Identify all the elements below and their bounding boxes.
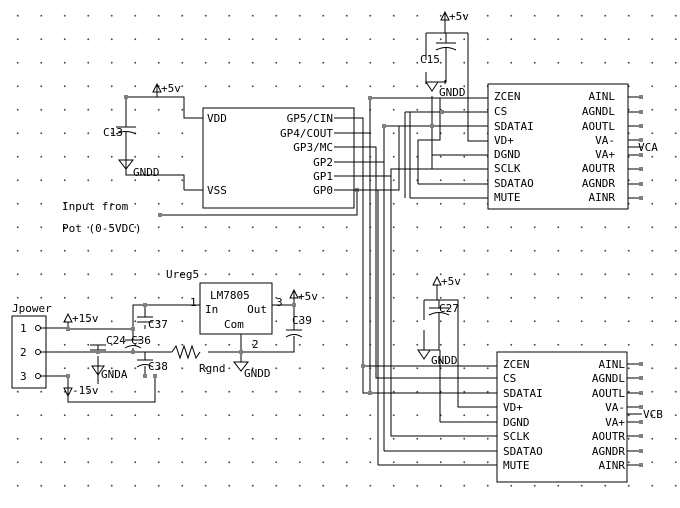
power-supply: +15v Rgnd -15v C24 GNDA C36 C37 C38: [41, 288, 318, 403]
pic-pin-gp0: GP0: [313, 184, 333, 197]
vca-pin-zcen: ZCEN: [494, 90, 521, 103]
vca-pin-mute: MUTE: [494, 191, 521, 204]
vcb-ref: VCB: [643, 408, 663, 421]
vcb-pin-sclk: SCLK: [503, 430, 530, 443]
c27-label: C27: [439, 302, 459, 315]
p15v-label: +15v: [72, 312, 99, 325]
m15v-label: -15v: [72, 384, 99, 397]
vca-pin-vdplus: VD+: [494, 134, 514, 147]
reg-num-out: 3: [276, 296, 283, 309]
c36-label: C36: [131, 334, 151, 347]
vcb-pin-vdplus: VD+: [503, 401, 523, 414]
vca-pin-agndr: AGNDR: [582, 177, 615, 190]
vcb-pin-aoutl: AOUTL: [592, 387, 625, 400]
reg-pin-out: Out: [247, 303, 267, 316]
bus-wiring: [66, 95, 497, 466]
vca-pin-aoutr: AOUTR: [582, 162, 615, 175]
gnda-label: GNDA: [101, 368, 128, 381]
vca-pin-ainr: AINR: [589, 191, 616, 204]
vca-pin-vaplus: VA+: [595, 148, 615, 161]
vca-pin-agndl: AGNDL: [582, 105, 615, 118]
jpower-pin1: 1: [20, 322, 27, 335]
jpower-pin2: 2: [20, 346, 27, 359]
vcb-vcc-label: +5v: [441, 275, 461, 288]
reg-vcc-label: +5v: [298, 290, 318, 303]
vca-pin-cs: CS: [494, 105, 507, 118]
vcb-pin-cs: CS: [503, 372, 516, 385]
vca-chip: ZCEN CS SDATAI VD+ DGND SCLK SDATAO MUTE…: [487, 83, 658, 210]
jpower-connector: Jpower 1 2 3: [11, 302, 52, 389]
pic-gnd-label: GNDD: [133, 166, 160, 179]
vcb-pin-dgnd: DGND: [503, 416, 530, 429]
input-label-1: Input from: [62, 200, 129, 213]
vcb-pin-agndl: AGNDL: [592, 372, 625, 385]
vca-pin-ainl: AINL: [589, 90, 616, 103]
reg-pin-in: In: [205, 303, 218, 316]
reg-ref: Ureg5: [166, 268, 199, 281]
vca-pin-aoutl: AOUTL: [582, 120, 615, 133]
c24-label: C24: [106, 334, 126, 347]
reg-num-com: 2: [252, 338, 259, 351]
pic-pin-gp5: GP5/CIN: [287, 112, 333, 125]
pic-pin-gp1: GP1: [313, 170, 333, 183]
vcb-pin-mute: MUTE: [503, 459, 530, 472]
vcb-pin-ainr: AINR: [599, 459, 626, 472]
c13-label: C13: [103, 126, 123, 139]
pic-power: +5v C13 GNDD: [103, 82, 203, 191]
regulator: Ureg5 LM7805 In Out Com 1 3 2: [166, 268, 283, 351]
vca-pin-sclk: SCLK: [494, 162, 521, 175]
reg-gnd-label: GNDD: [244, 367, 271, 380]
c38-label: C38: [148, 360, 168, 373]
c37-label: C37: [148, 318, 168, 331]
vcb-pin-ainl: AINL: [599, 358, 626, 371]
vca-pin-vaminus: VA-: [595, 134, 615, 147]
vcb-pin-sdatai: SDATAI: [503, 387, 543, 400]
pic-pin-vss: VSS: [207, 184, 227, 197]
pic-pin-vdd: VDD: [207, 112, 227, 125]
input-label-2: Pot (0-5VDC): [62, 222, 141, 235]
vca-pin-sdatai: SDATAI: [494, 120, 534, 133]
pic-chip: VDD VSS GP5/CIN GP4/COUT GP3/MC GP2 GP1 …: [202, 107, 355, 209]
vcb-pin-aoutr: AOUTR: [592, 430, 625, 443]
reg-num-in: 1: [190, 296, 197, 309]
jpower-pin3: 3: [20, 370, 27, 383]
vca-ref: VCA: [638, 141, 658, 154]
pic-pin-gp3: GP3/MC: [293, 141, 333, 154]
pic-pin-gp4: GP4/COUT: [280, 127, 333, 140]
vcb-pin-sdatao: SDATAO: [503, 445, 543, 458]
vcb-gnd-label: GNDD: [431, 354, 458, 367]
vcb-chip: ZCEN CS SDATAI VD+ DGND SCLK SDATAO MUTE…: [496, 351, 663, 483]
reg-part: LM7805: [210, 289, 250, 302]
pic-vcc-label: +5v: [161, 82, 181, 95]
vca-power: +5v C15 GNDD: [420, 10, 488, 156]
c39-label: C39: [292, 314, 312, 327]
pic-pin-gp2: GP2: [313, 156, 333, 169]
vca-gnd-label: GNDD: [439, 86, 466, 99]
vcb-pin-zcen: ZCEN: [503, 358, 530, 371]
vcb-power: +5v C27 GNDD: [417, 275, 497, 423]
reg-pin-com: Com: [224, 318, 244, 331]
vca-vcc-label: +5v: [449, 10, 469, 23]
vca-pin-sdatao: SDATAO: [494, 177, 534, 190]
vca-pin-dgnd: DGND: [494, 148, 521, 161]
vcb-pin-vaplus: VA+: [605, 416, 625, 429]
vcb-pin-vaminus: VA-: [605, 401, 625, 414]
rgnd-label: Rgnd: [199, 362, 226, 375]
c15-label: C15: [420, 53, 440, 66]
jpower-ref: Jpower: [12, 302, 52, 315]
vcb-pin-agndr: AGNDR: [592, 445, 625, 458]
